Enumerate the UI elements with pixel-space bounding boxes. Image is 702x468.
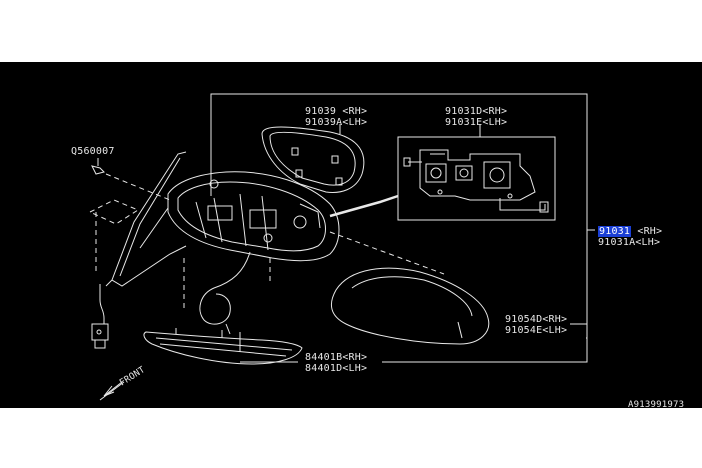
cover-part-number-lh: 91054E<LH> — [505, 325, 568, 336]
wiring-harness — [91, 251, 251, 349]
lamp-part-number-lh: 84401D<LH> — [305, 363, 368, 374]
turn-signal-lamp — [143, 328, 303, 365]
mirror-glass — [261, 126, 365, 193]
actuator-detail-box — [397, 136, 556, 221]
diagram-id: A913991973 — [628, 400, 685, 408]
outer-cover — [330, 267, 490, 345]
mirror-glass-part-number-lh: 91039A<LH> — [305, 117, 368, 128]
parts-diagram-panel: Q560007 91039 <RH> 91039A<LH> 91031D<RH>… — [0, 62, 702, 408]
highlighted-part-number[interactable]: 91031 — [598, 226, 632, 237]
callout-frame-lines — [210, 93, 595, 363]
mirror-exploded-view — [88, 93, 595, 401]
mirror-assembly-part-number-rh[interactable]: 91031 <RH> — [598, 226, 662, 237]
rh-suffix: <RH> — [637, 226, 663, 237]
actuator-part-number-lh: 91031E<LH> — [445, 117, 508, 128]
lamp-part-number-rh: 84401B<RH> — [305, 352, 368, 363]
mirror-assembly-part-number-lh: 91031A<LH> — [598, 237, 661, 248]
mirror-base — [105, 151, 187, 287]
screw-part-number: Q560007 — [71, 146, 115, 157]
assembly-guide-lines — [88, 173, 445, 308]
cover-part-number-rh: 91054D<RH> — [505, 314, 568, 325]
screw-part — [91, 158, 105, 175]
front-direction-arrow — [99, 381, 125, 401]
mirror-glass-part-number-rh: 91039 <RH> — [305, 106, 368, 117]
mirror-housing — [139, 171, 340, 262]
actuator-part-number-rh: 91031D<RH> — [445, 106, 508, 117]
